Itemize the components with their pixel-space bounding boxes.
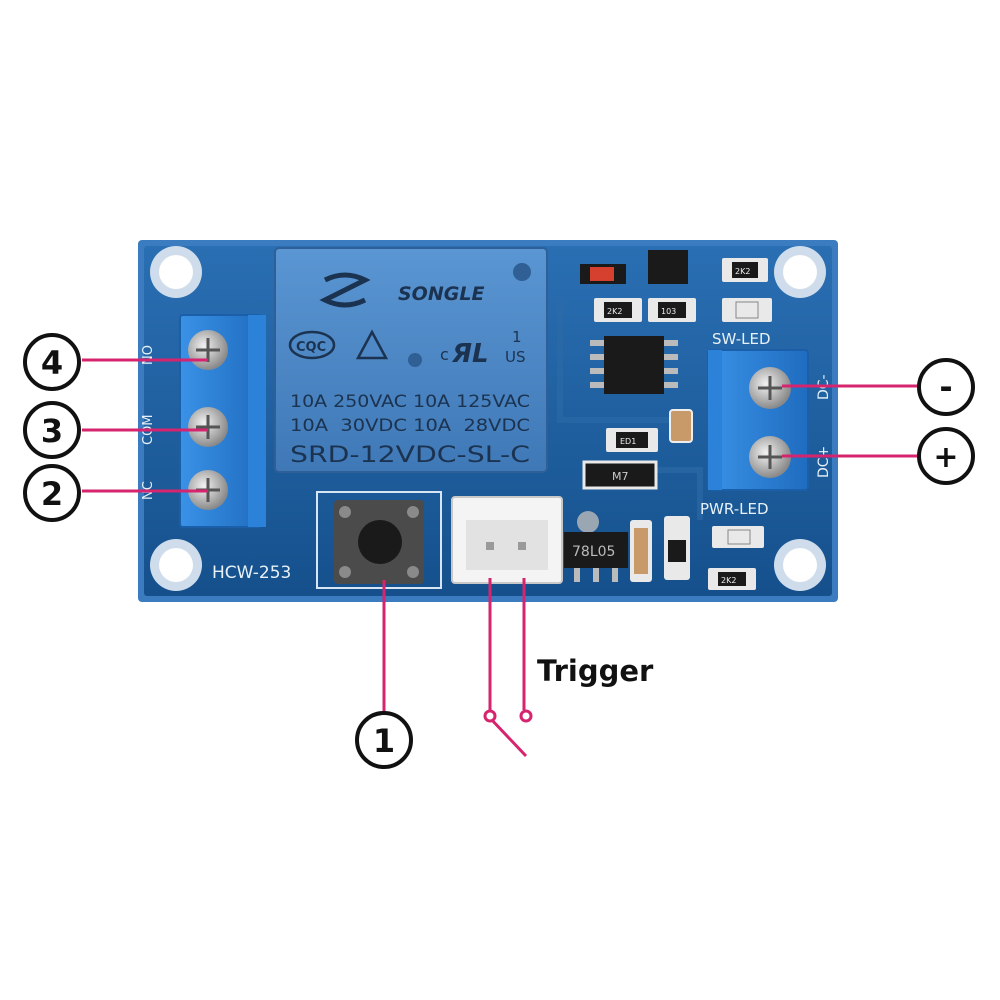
callout-3: 3 bbox=[23, 401, 81, 459]
diode: ED1 bbox=[606, 428, 658, 452]
warning-triangle-icon bbox=[355, 329, 389, 360]
smd-label: 2K2 bbox=[607, 307, 622, 316]
screw-3[interactable] bbox=[188, 407, 228, 447]
svg-text:+: + bbox=[933, 440, 958, 475]
cqc-mark bbox=[288, 330, 336, 360]
smd-label: 103 bbox=[661, 307, 676, 316]
callout-plus: + bbox=[917, 427, 975, 485]
relay-cert-num: 1 bbox=[512, 328, 522, 346]
svg-text:2: 2 bbox=[41, 475, 63, 513]
ic-chip bbox=[590, 336, 678, 394]
svg-text:-: - bbox=[939, 368, 952, 406]
callout-4: 4 bbox=[23, 333, 81, 391]
trigger-switch-contacts bbox=[483, 709, 533, 723]
svg-text:1: 1 bbox=[373, 722, 395, 760]
relay-rating-line-1: 10A 250VAC 10A 125VAC bbox=[290, 392, 530, 412]
dc-plus-label: DC+ bbox=[816, 446, 832, 478]
trigger-label: Trigger bbox=[537, 654, 654, 688]
svg-text:3: 3 bbox=[41, 412, 63, 450]
sw-led-label: SW-LED bbox=[712, 330, 771, 348]
smd-label: 2K2 bbox=[735, 267, 750, 276]
mounting-hole bbox=[774, 539, 826, 591]
songle-logo bbox=[319, 272, 371, 308]
screw-4[interactable] bbox=[188, 330, 228, 370]
voltage-regulator: 78L05 bbox=[564, 511, 628, 582]
mounting-hole bbox=[774, 246, 826, 298]
push-button[interactable] bbox=[316, 491, 442, 589]
relay-model: SRD-12VDC-SL-C bbox=[290, 443, 530, 468]
smd-components: 2K2 2K2 103 SW-LED ED1 M7 78L05 bbox=[564, 250, 772, 590]
svg-text:M7: M7 bbox=[612, 470, 629, 483]
mounting-hole bbox=[150, 539, 202, 591]
svg-text:ED1: ED1 bbox=[620, 437, 636, 446]
board-model-label: HCW-253 bbox=[212, 563, 291, 583]
screw-dc-minus[interactable] bbox=[749, 367, 791, 409]
screw-dc-plus[interactable] bbox=[749, 436, 791, 478]
relay-output-terminal-block: NO COM NC bbox=[141, 314, 266, 528]
smd-label: 2K2 bbox=[721, 576, 736, 585]
relay-cert-ul: c bbox=[440, 345, 449, 364]
mosfet-chip: M7 bbox=[582, 460, 658, 490]
relay-cert-cqc: CQC bbox=[296, 340, 326, 355]
relay-rating-line-2: 10A 30VDC 10A 28VDC bbox=[290, 416, 530, 436]
callout-1: 1 bbox=[355, 711, 413, 769]
terminal-label-no: NO bbox=[141, 345, 156, 365]
trigger-connector[interactable] bbox=[451, 496, 563, 584]
pwr-led-label: PWR-LED bbox=[700, 500, 769, 518]
svg-text:78L05: 78L05 bbox=[572, 544, 615, 560]
relay: SONGLE CQC c ЯL 1 US 10A 250VAC 10A 125V… bbox=[274, 247, 548, 473]
svg-text:4: 4 bbox=[41, 344, 63, 382]
mounting-hole bbox=[150, 246, 202, 298]
callout-minus: - bbox=[917, 358, 975, 416]
relay-cert-us: US bbox=[505, 348, 526, 366]
callout-lines bbox=[82, 358, 918, 758]
relay-brand: SONGLE bbox=[398, 283, 484, 305]
ul-mark-icon: ЯL bbox=[451, 339, 489, 369]
callout-2: 2 bbox=[23, 464, 81, 522]
